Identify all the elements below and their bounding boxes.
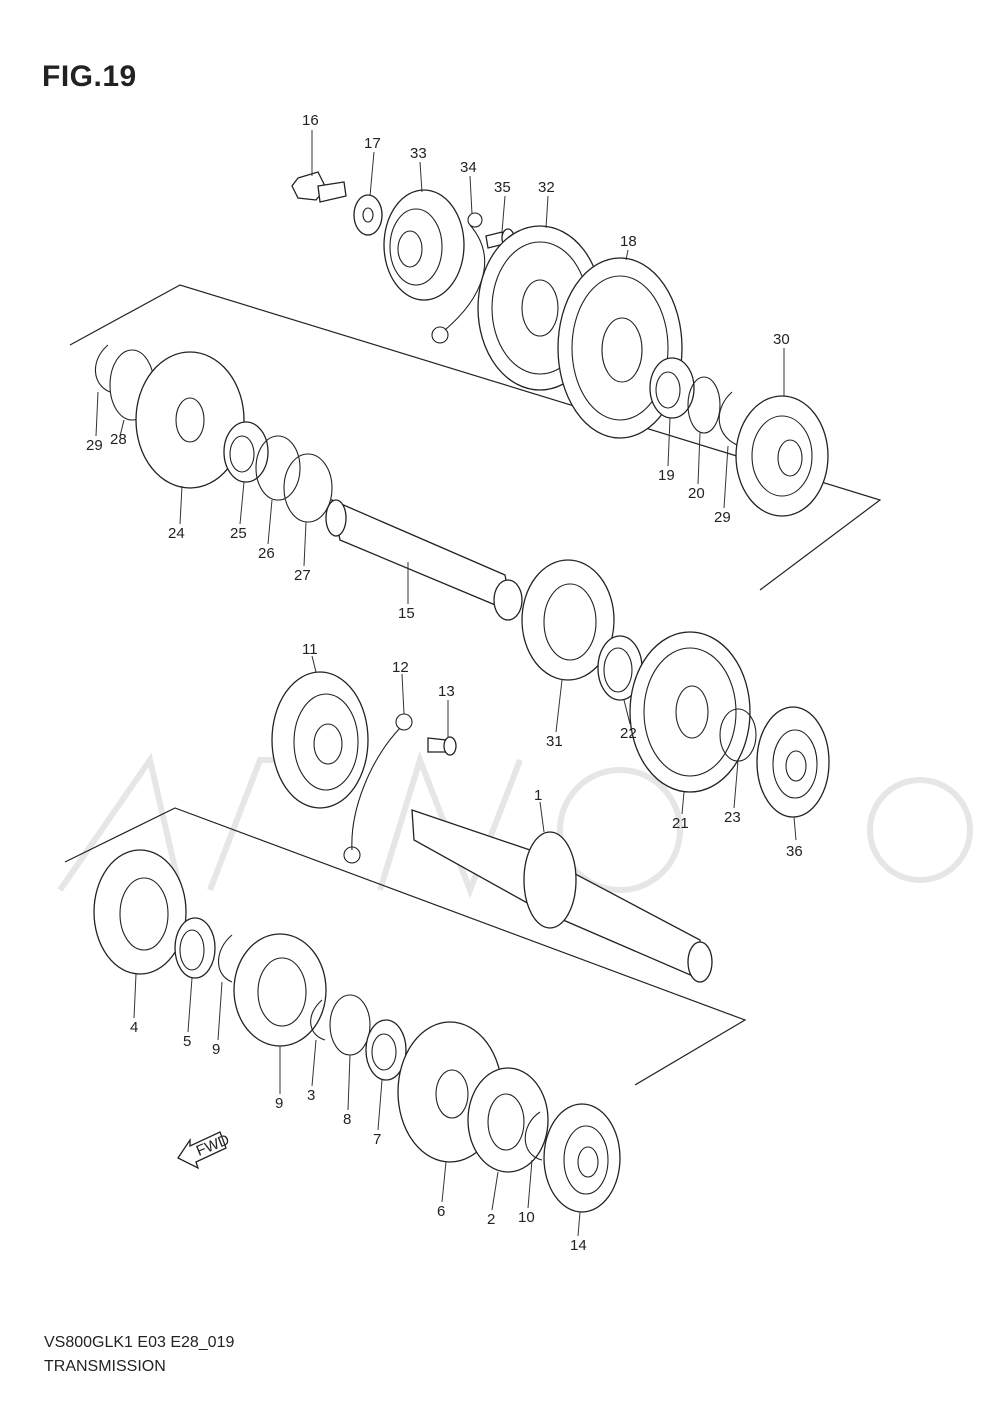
callout-25: 25 — [230, 525, 247, 542]
callout-6: 6 — [437, 1203, 445, 1220]
callout-17: 17 — [364, 135, 381, 152]
callout-1: 1 — [534, 787, 542, 804]
callout-3: 3 — [307, 1087, 315, 1104]
callout-11: 11 — [302, 641, 318, 658]
circlip-10 — [524, 1111, 543, 1161]
callout-20: 20 — [688, 485, 705, 502]
callout-34: 34 — [460, 159, 477, 176]
model-code: VS800GLK1 E03 E28_019 — [44, 1334, 235, 1351]
bearing-33 — [383, 189, 465, 301]
callout-30: 30 — [773, 331, 790, 348]
callout-9-upper: 9 — [212, 1041, 220, 1058]
callout-10: 10 — [518, 1209, 535, 1226]
fwd-label: FWD — [194, 1131, 232, 1160]
callout-7: 7 — [373, 1131, 381, 1148]
callout-29-right: 29 — [714, 509, 731, 526]
bolt-16 — [291, 171, 347, 203]
callout-8: 8 — [343, 1111, 351, 1128]
gear-2 — [467, 1067, 549, 1173]
screw-13 — [427, 736, 457, 756]
countershaft-frame — [69, 284, 882, 591]
driveshaft-1 — [411, 809, 713, 983]
callout-22: 22 — [620, 725, 637, 742]
callout-13: 13 — [438, 683, 455, 700]
callout-2: 2 — [487, 1211, 495, 1228]
gear-24 — [135, 351, 245, 489]
circlip-3 — [310, 999, 326, 1041]
bushing-25 — [223, 421, 269, 483]
gear-31 — [521, 559, 615, 681]
leader-lines — [95, 130, 797, 1237]
circlip-29-left — [94, 344, 111, 393]
callout-labels: 16 17 33 34 35 32 18 30 29 28 24 25 26 2… — [86, 112, 803, 1254]
washer-20 — [687, 376, 721, 434]
gear-21 — [629, 631, 751, 793]
callout-5: 5 — [183, 1033, 191, 1050]
callout-32: 32 — [538, 179, 555, 196]
figure-title: FIG.19 — [42, 60, 137, 93]
callout-18: 18 — [620, 233, 637, 250]
washer-17 — [353, 194, 383, 236]
bearing-14 — [543, 1103, 621, 1213]
callout-36: 36 — [786, 843, 803, 860]
fwd-arrow: FWD — [177, 1131, 232, 1170]
callout-15: 15 — [398, 605, 415, 622]
gear-4 — [93, 849, 187, 975]
gear-30 — [735, 395, 829, 517]
bushing-5 — [174, 917, 216, 979]
callout-14: 14 — [570, 1237, 587, 1254]
circlip-29-right — [718, 391, 741, 447]
callout-19: 19 — [658, 467, 675, 484]
bushing-19 — [649, 357, 695, 419]
washer-8 — [329, 994, 371, 1056]
section-title: TRANSMISSION — [44, 1358, 166, 1375]
washer-27 — [283, 453, 333, 523]
callout-26: 26 — [258, 545, 275, 562]
callout-16: 16 — [302, 112, 319, 129]
callout-35: 35 — [494, 179, 511, 196]
callout-21: 21 — [672, 815, 689, 832]
driveshaft-frame — [64, 807, 747, 1086]
countershaft-15 — [325, 498, 523, 621]
callout-4: 4 — [130, 1019, 138, 1036]
circlip-9-upper — [218, 934, 233, 983]
callout-28: 28 — [110, 431, 127, 448]
bearing-36 — [756, 706, 830, 818]
washer-26 — [255, 435, 301, 501]
callout-12: 12 — [392, 659, 409, 676]
bushing-7 — [365, 1019, 407, 1081]
callout-31: 31 — [546, 733, 563, 750]
callout-9-lower: 9 — [275, 1095, 283, 1112]
callout-29-left: 29 — [86, 437, 103, 454]
callout-24: 24 — [168, 525, 185, 542]
callout-23: 23 — [724, 809, 741, 826]
bearing-11 — [271, 671, 369, 809]
callout-33: 33 — [410, 145, 427, 162]
callout-27: 27 — [294, 567, 311, 584]
